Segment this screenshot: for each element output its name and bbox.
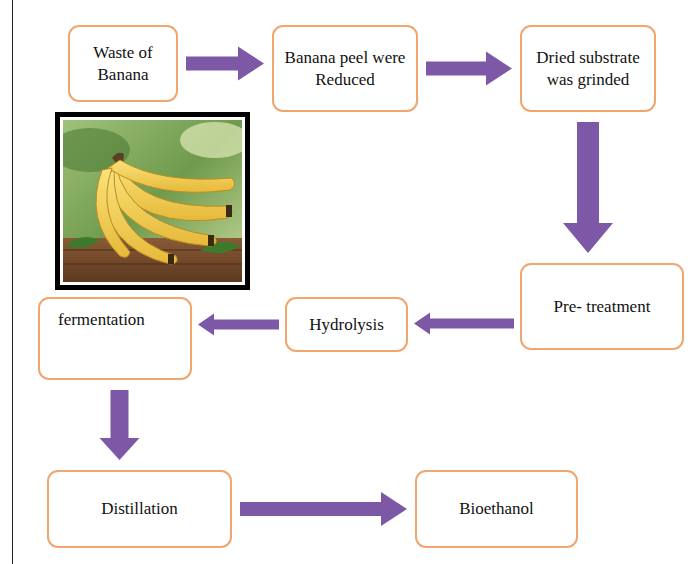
step-label: Bioethanol	[459, 498, 534, 519]
block-arrow	[186, 47, 264, 81]
process-box: Hydrolysis	[285, 297, 408, 352]
process-box: Pre- treatment	[520, 263, 684, 350]
process-box: Distillation	[47, 470, 232, 548]
block-arrow	[198, 314, 279, 336]
step-label: Waste of Banana	[78, 42, 168, 85]
step-label: Banana peel were Reduced	[282, 47, 408, 90]
block-arrow	[563, 122, 613, 253]
process-box: Banana peel were Reduced	[272, 25, 418, 112]
step-label: Hydrolysis	[309, 314, 384, 335]
block-arrow	[414, 313, 514, 335]
process-box: Bioethanol	[415, 470, 578, 548]
process-box: Dried substrate was grinded	[520, 25, 656, 112]
step-label: Dried substrate was grinded	[530, 47, 646, 90]
block-arrow	[100, 390, 140, 460]
process-box: fermentation	[38, 297, 192, 380]
step-label: Distillation	[101, 498, 178, 519]
step-label: fermentation	[58, 309, 145, 330]
step-label: Pre- treatment	[554, 296, 651, 317]
process-box: Waste of Banana	[68, 25, 178, 102]
block-arrow	[426, 52, 512, 86]
block-arrow	[240, 492, 407, 526]
